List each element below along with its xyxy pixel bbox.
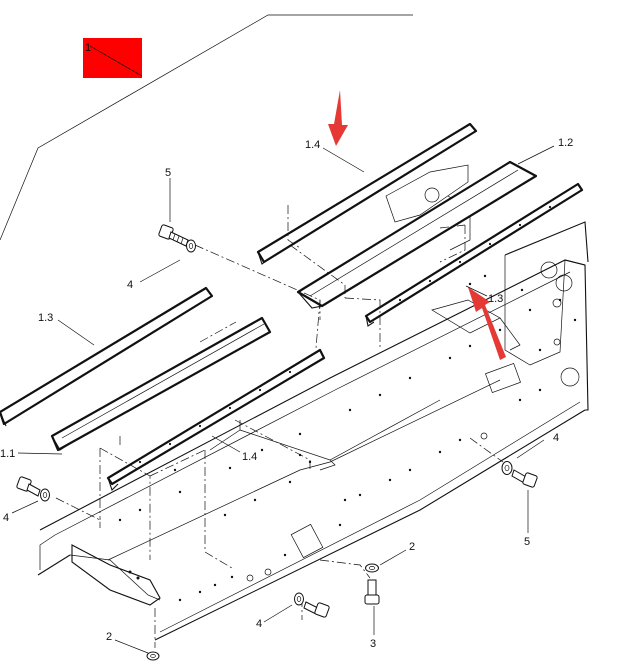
screw-5-right[interactable] [501, 461, 538, 488]
indicator-arrows [328, 90, 506, 360]
callout-2-mid[interactable]: 2 [409, 541, 415, 553]
screw-left[interactable] [16, 476, 41, 497]
index-badge-label: 1 [85, 42, 91, 54]
callout-1-3-right[interactable]: 1.3 [488, 293, 503, 305]
screw-bottom[interactable] [294, 592, 330, 618]
screw-5-top[interactable] [158, 224, 189, 247]
callout-4-top[interactable]: 4 [127, 279, 133, 291]
callout-1-1[interactable]: 1.1 [0, 448, 15, 460]
callout-1-4-top[interactable]: 1.4 [305, 139, 320, 151]
washer-4-left[interactable] [40, 488, 50, 502]
callout-5-right[interactable]: 5 [524, 536, 530, 548]
callout-4-left[interactable]: 4 [3, 512, 9, 524]
part-1-4-top-angle[interactable] [256, 122, 478, 265]
callout-labels: 1.4 1.2 5 4 1.3 1.3 4 1.1 1.4 4 5 2 2 4 … [0, 137, 573, 650]
callout-4-bottom[interactable]: 4 [256, 618, 262, 630]
bolt-3[interactable] [364, 563, 380, 605]
part-1-3-right-rail[interactable] [364, 182, 584, 327]
main-frame [37, 164, 589, 641]
callout-3[interactable]: 3 [370, 638, 376, 650]
part-1-2-channel[interactable] [296, 160, 538, 309]
callout-1-3-left[interactable]: 1.3 [38, 312, 53, 324]
callout-4-right[interactable]: 4 [553, 432, 559, 444]
callout-1-2[interactable]: 1.2 [558, 137, 573, 149]
callout-5-top[interactable]: 5 [165, 167, 171, 179]
index-badge[interactable]: 1 [83, 38, 143, 78]
part-1-1-angle[interactable] [50, 316, 272, 452]
part-1-4-mid-rail[interactable] [106, 348, 326, 492]
part-1-3-left-angle[interactable] [0, 286, 214, 427]
washer-2-bottom[interactable] [146, 651, 160, 661]
group-boundary-line [0, 14, 413, 241]
red-arrow-up-left-icon [468, 287, 506, 360]
leader-lines [11, 145, 555, 654]
red-arrow-down-icon [328, 90, 348, 146]
washer-4-top[interactable] [186, 239, 196, 253]
callout-1-4-mid[interactable]: 1.4 [242, 451, 257, 463]
assembly-guide-lines [55, 205, 504, 648]
callout-2-bottom[interactable]: 2 [106, 631, 112, 643]
